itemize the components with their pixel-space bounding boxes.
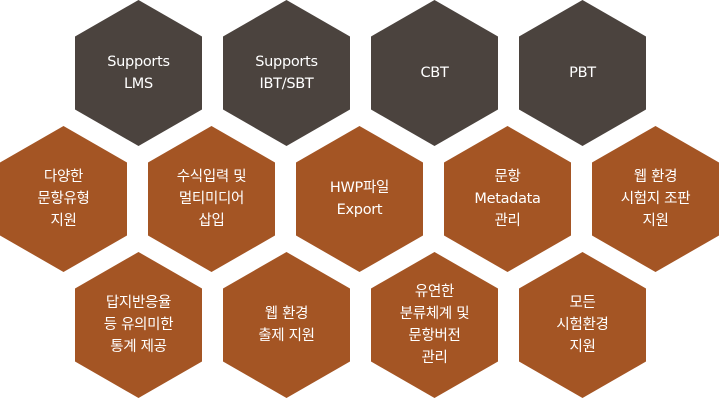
hex-cbt: CBT [371,0,498,146]
hex-label: CBT [420,65,449,81]
hex-label: 다양한 문항유형 지원 [37,169,90,229]
hex-pbt: PBT [519,0,646,146]
hex-label: 문항 Metadata 관리 [474,169,541,229]
hex-response-statistics: 답지반응율 등 유의미한 통계 제공 [75,252,202,398]
hex-label: 유연한 분류체계 및 문항버전 관리 [399,284,470,366]
hex-item-metadata: 문항 Metadata 관리 [444,126,571,272]
hex-label: 모든 시험환경 지원 [556,295,609,355]
hex-supports-ibt-sbt: Supports IBT/SBT [223,0,350,146]
hex-web-test-layout: 웹 환경 시험지 조판 지원 [592,126,719,272]
hex-all-test-environments: 모든 시험환경 지원 [519,252,646,398]
hex-label: PBT [569,65,596,81]
hex-hwp-export: HWP파일 Export [296,126,423,272]
hex-label: Supports IBT/SBT [255,54,318,92]
hex-classification-versioning: 유연한 분류체계 및 문항버전 관리 [371,252,498,398]
hex-web-authoring: 웹 환경 출제 지원 [223,252,350,398]
hex-various-item-types: 다양한 문항유형 지원 [0,126,127,272]
hex-label: Supports LMS [107,54,170,92]
hex-label: 웹 환경 시험지 조판 지원 [620,169,691,229]
hex-label: HWP파일 Export [329,180,390,218]
hex-label: 수식입력 및 멀티미디어 삽입 [176,169,247,229]
hex-label: 웹 환경 출제 지원 [258,306,315,344]
hex-supports-lms: Supports LMS [75,0,202,146]
hex-formula-multimedia: 수식입력 및 멀티미디어 삽입 [148,126,275,272]
hex-label: 답지반응율 등 유의미한 통계 제공 [103,295,174,355]
